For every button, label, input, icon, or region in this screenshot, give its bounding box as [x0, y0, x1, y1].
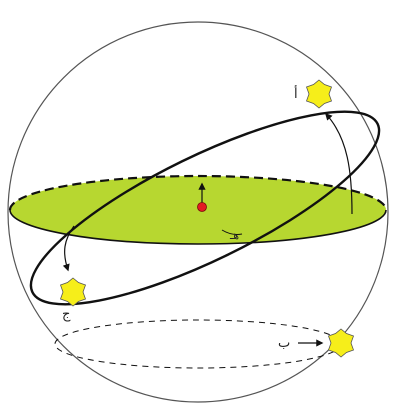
star-c-icon	[61, 278, 86, 306]
label-star-a: أ	[294, 85, 298, 102]
label-star-c: ج	[62, 307, 71, 322]
label-star-b: ب	[278, 336, 290, 351]
center-point	[198, 203, 207, 212]
label-angle: هـ	[229, 229, 239, 242]
lower-parallel-circle	[55, 320, 341, 368]
star-a-icon	[307, 80, 332, 108]
